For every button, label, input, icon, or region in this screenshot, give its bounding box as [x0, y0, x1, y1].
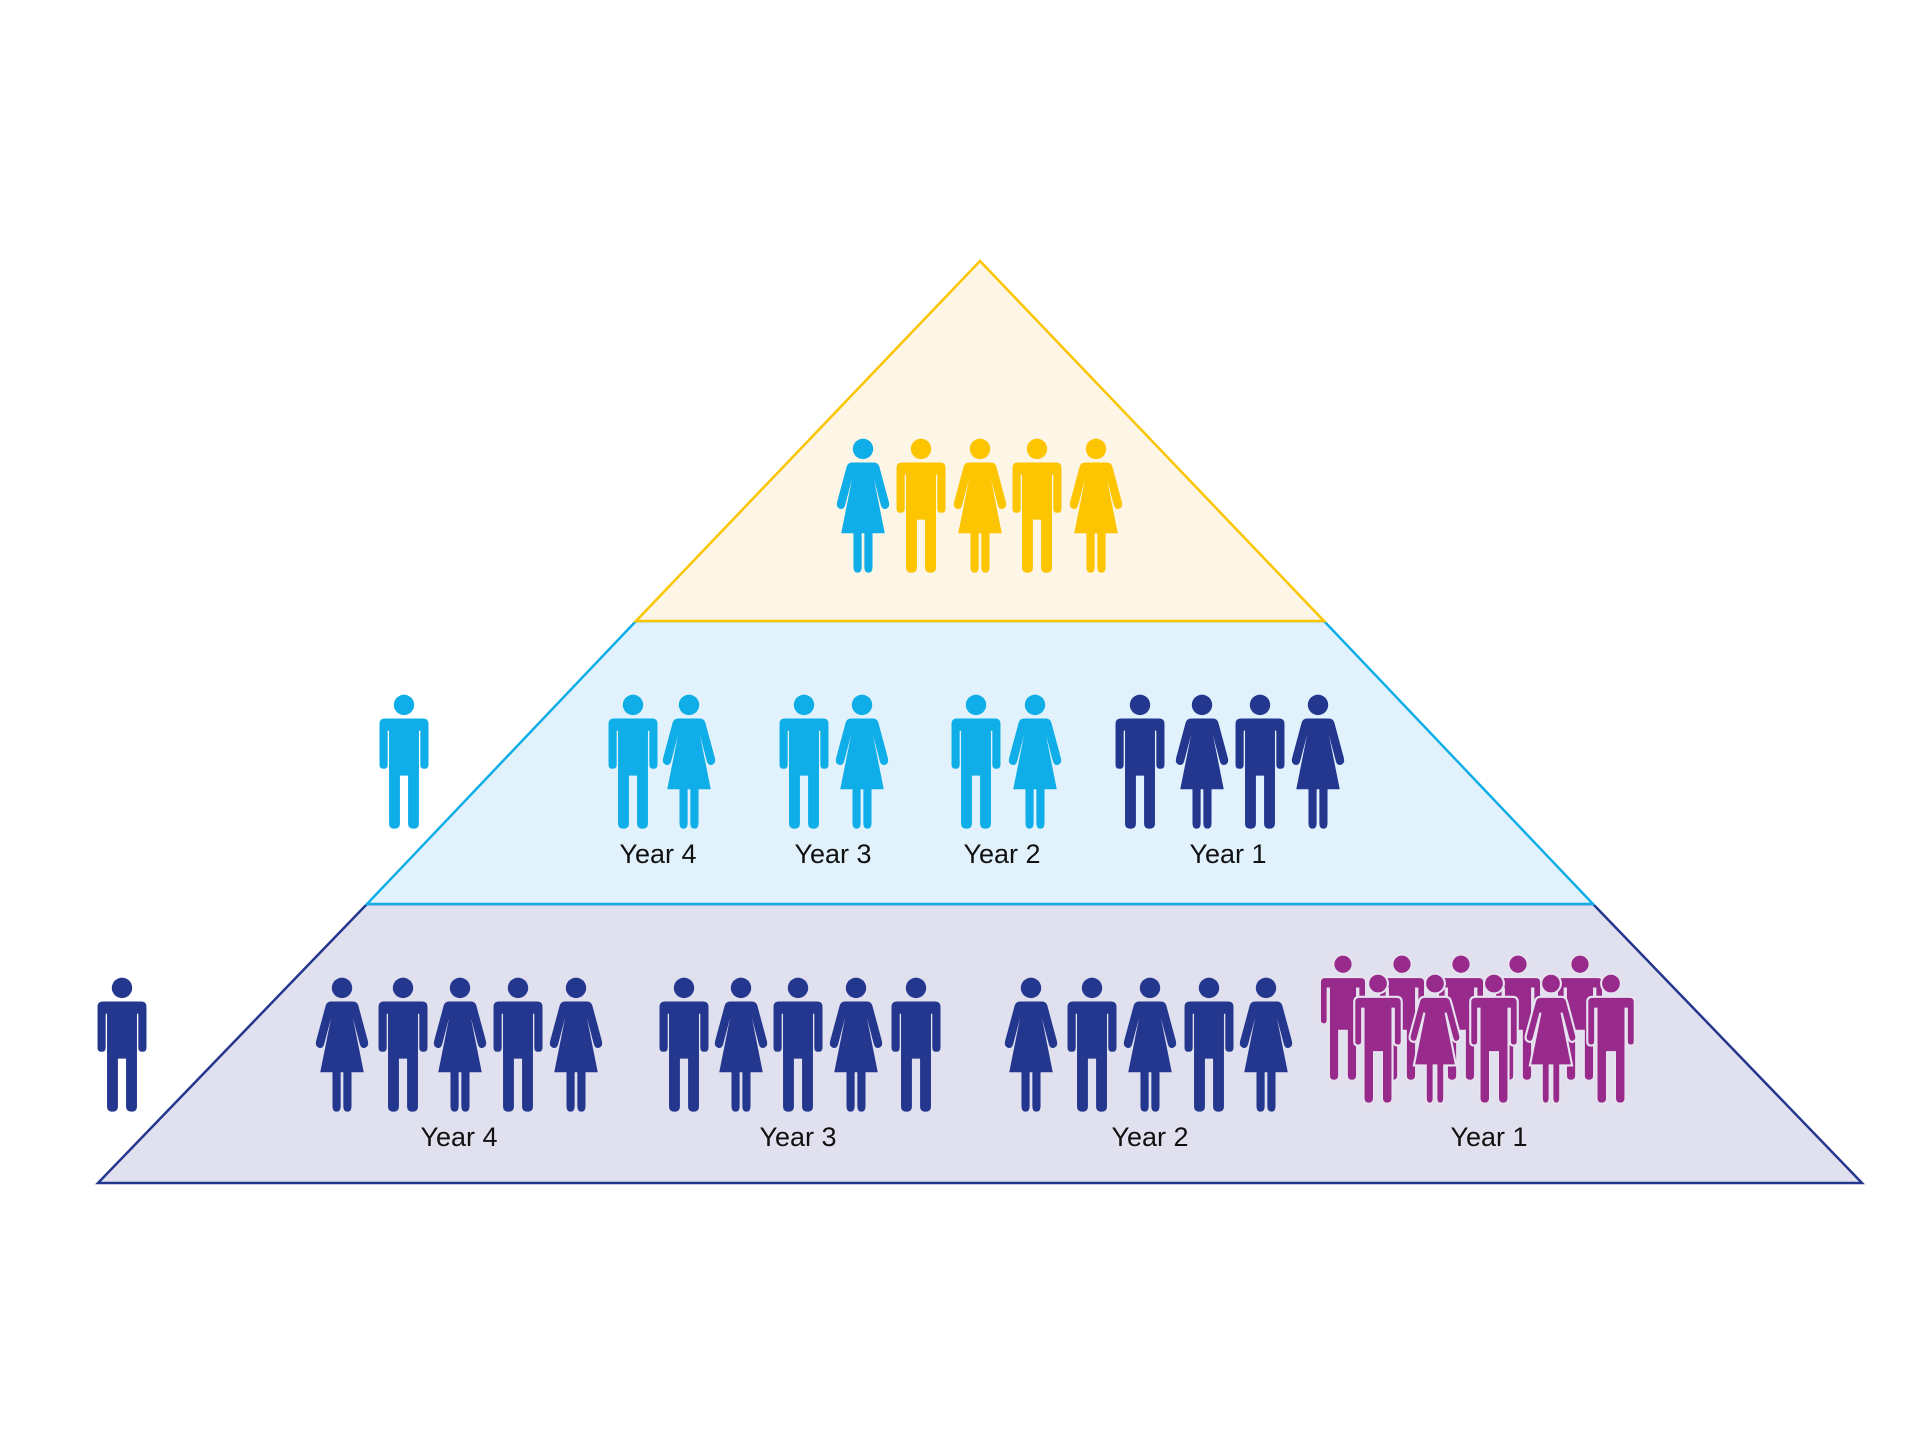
bottom-year-3-label: Year 3 — [759, 1122, 836, 1152]
middle-year-2-label: Year 2 — [963, 839, 1040, 869]
middle-year-3-label: Year 3 — [794, 839, 871, 869]
middle-year-1-label: Year 1 — [1189, 839, 1266, 869]
bottom-outside-man-icon — [97, 977, 147, 1112]
middle-year-4-label: Year 4 — [619, 839, 696, 869]
bottom-year-4-label: Year 4 — [420, 1122, 497, 1152]
bottom-year-2-label: Year 2 — [1111, 1122, 1188, 1152]
middle-outside-man-icon — [379, 694, 429, 829]
bottom-year-1-label: Year 1 — [1450, 1122, 1527, 1152]
